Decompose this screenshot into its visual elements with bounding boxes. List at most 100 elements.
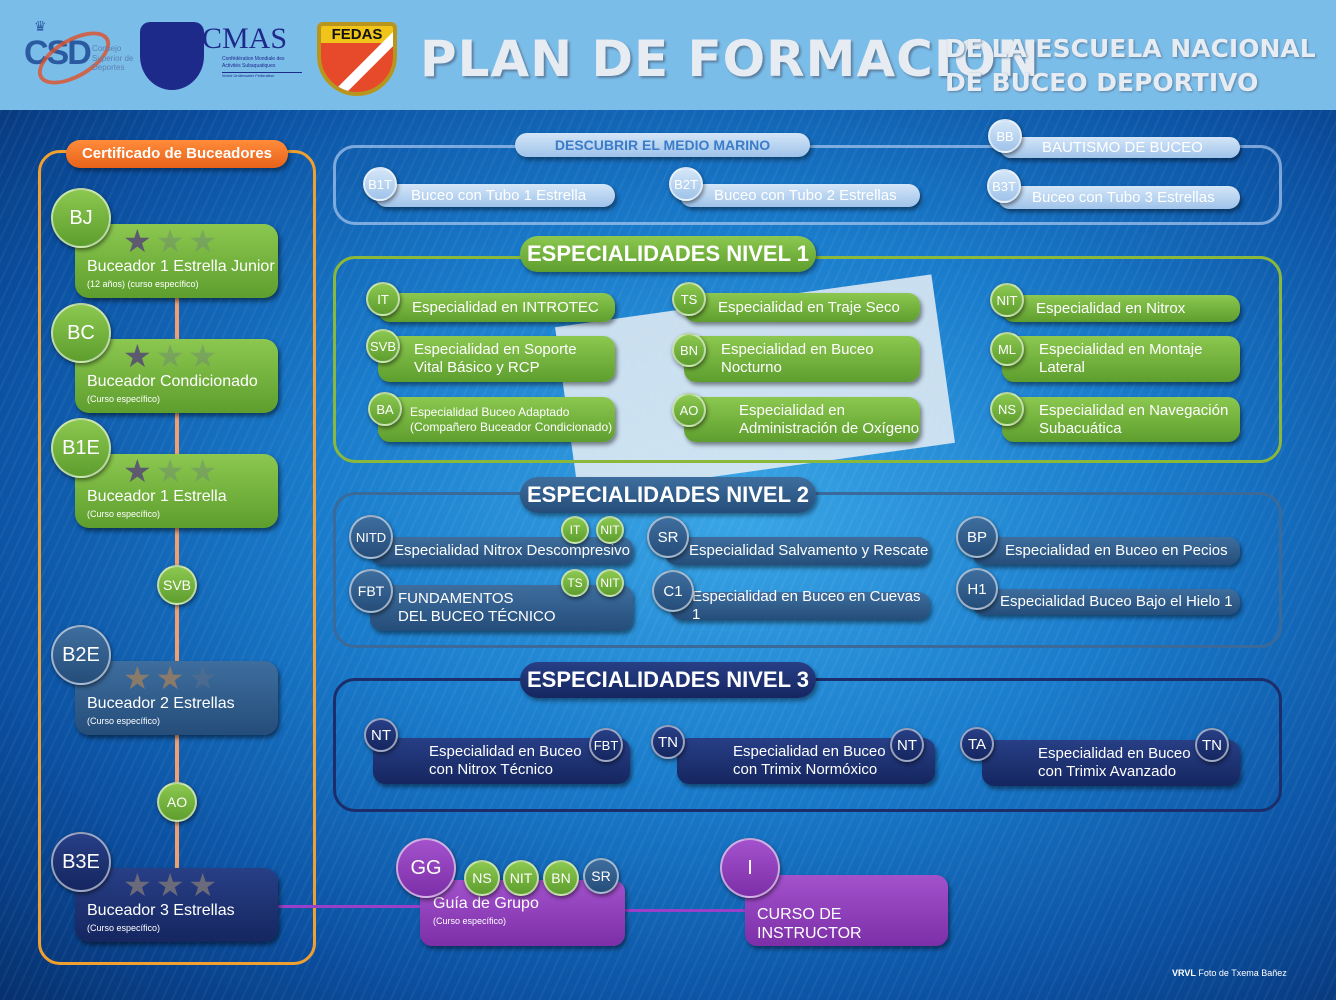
specialty-TS[interactable]: Especialidad en Traje Seco — [684, 293, 920, 322]
specialty-label: Especialidad en Montaje — [1039, 341, 1203, 358]
badge-BB[interactable]: BB — [988, 119, 1022, 153]
course-B1T[interactable]: Buceo con Tubo 1 Estrella — [375, 184, 615, 207]
specialty-BP[interactable]: Especialidad en Buceo en Pecios — [972, 537, 1240, 565]
badge-B3E[interactable]: B3E — [51, 832, 111, 892]
cmas-logo-subtext: Confédération Mondiale des Activités Sub… — [222, 56, 285, 69]
discover-title: DESCUBRIR EL MEDIO MARINO — [515, 133, 810, 157]
cert-card-B3E[interactable]: ★★★ Buceador 3 Estrellas (Curso específi… — [75, 868, 278, 942]
cert-sub: (Curso específico) — [87, 509, 161, 519]
specialty-label-line2: DEL BUCEO TÉCNICO — [398, 608, 556, 625]
cmas-logo-text: CMAS — [202, 22, 288, 55]
badge-B1T[interactable]: B1T — [363, 167, 397, 201]
badge-BC[interactable]: BC — [51, 303, 111, 363]
badge-IT[interactable]: IT — [366, 282, 400, 316]
specialty-IT[interactable]: Especialidad en INTROTEC — [378, 293, 615, 322]
cert-title: Buceador 3 Estrellas — [87, 902, 235, 919]
course-instructor[interactable]: CURSO DE INSTRUCTOR — [745, 875, 948, 946]
badge-FBT[interactable]: FBT — [349, 569, 393, 613]
connector-line — [625, 909, 747, 912]
prereq-badge-TS[interactable]: TS — [561, 569, 589, 597]
instructor-title: CURSO DE INSTRUCTOR — [757, 906, 862, 943]
specialty-NITD[interactable]: Especialidad Nitrox Descompresivo — [370, 537, 633, 565]
badge-C1[interactable]: C1 — [652, 570, 694, 612]
specialty-label: Especialidad en — [739, 401, 845, 419]
badge-ML[interactable]: ML — [990, 332, 1024, 366]
prereq-badge-NT[interactable]: NT — [890, 728, 924, 762]
star-icon: ★ — [123, 867, 156, 903]
cert-card-B2E[interactable]: ★★★ Buceador 2 Estrellas (Curso específi… — [75, 661, 278, 735]
header: ♛ CSD Consejo Superior de Deportes CMAS … — [0, 0, 1336, 110]
guide-title: Guía de Grupo — [433, 895, 539, 912]
specialty-label: Especialidad Salvamento y Rescate — [689, 542, 929, 559]
badge-AO[interactable]: AO — [672, 393, 706, 427]
badge-B2E[interactable]: B2E — [51, 625, 111, 685]
specialty-label-line2: Administración de Oxígeno — [739, 419, 920, 437]
specialty-label-line2: con Trimix Avanzado — [1038, 763, 1177, 780]
star-icon: ★ — [123, 338, 156, 374]
prereq-badge-NIT[interactable]: NIT — [503, 860, 539, 896]
badge-B3T[interactable]: B3T — [987, 169, 1021, 203]
prereq-badge-BN[interactable]: BN — [543, 860, 579, 896]
badge-H1[interactable]: H1 — [956, 568, 998, 610]
badge-B1E[interactable]: B1E — [51, 418, 111, 478]
page-title: PLAN DE FORMACION — [420, 30, 1040, 88]
badge-BN[interactable]: BN — [672, 333, 706, 367]
badge-BP[interactable]: BP — [956, 516, 998, 558]
star-icon: ★ — [188, 867, 222, 903]
specialty-label: Especialidad en Nitrox — [1036, 299, 1186, 317]
level1-title: ESPECIALIDADES NIVEL 1 — [520, 236, 816, 272]
course-guide[interactable]: Guía de Grupo (Curso específico) — [420, 880, 625, 946]
course-B2T[interactable]: Buceo con Tubo 2 Estrellas — [680, 184, 920, 207]
specialty-H1[interactable]: Especialidad Buceo Bajo el Hielo 1 — [972, 589, 1240, 615]
badge-TA[interactable]: TA — [960, 727, 994, 761]
prereq-badge-SR[interactable]: SR — [583, 858, 619, 894]
specialty-label: FUNDAMENTOS — [398, 590, 514, 607]
certificates-label: Certificado de Buceadores — [66, 140, 288, 168]
link-badge-SVB[interactable]: SVB — [157, 565, 197, 605]
cert-card-B1E[interactable]: ★★★ Buceador 1 Estrella (Curso específic… — [75, 454, 278, 528]
badge-I[interactable]: I — [720, 838, 780, 898]
prereq-badge-TN[interactable]: TN — [1195, 728, 1229, 762]
badge-TN[interactable]: TN — [651, 725, 685, 759]
cert-card-BC[interactable]: ★★★ Buceador Condicionado (Curso específ… — [75, 339, 278, 413]
specialty-SR[interactable]: Especialidad Salvamento y Rescate — [665, 537, 930, 565]
badge-BJ[interactable]: BJ — [51, 188, 111, 248]
specialty-C1[interactable]: Especialidad en Buceo en Cuevas 1 — [670, 588, 930, 623]
badge-NS[interactable]: NS — [990, 392, 1024, 426]
badge-NT[interactable]: NT — [364, 718, 398, 752]
badge-BA[interactable]: BA — [368, 392, 402, 426]
specialty-NIT[interactable]: Especialidad en Nitrox — [1002, 295, 1240, 322]
cmas-logo-subtitle: World Underwater Federation — [222, 72, 302, 78]
badge-SVB[interactable]: SVB — [366, 329, 400, 363]
star-icon: ★ — [188, 223, 222, 259]
subtitle-line-1: DE LA ESCUELA NACIONAL — [945, 34, 1316, 63]
fedas-logo-text: FEDAS — [321, 26, 393, 43]
course-B3T[interactable]: Buceo con Tubo 3 Estrellas — [998, 186, 1240, 209]
specialty-BA[interactable]: Especialidad Buceo Adaptado(Compañero Bu… — [378, 397, 615, 442]
level3-title: ESPECIALIDADES NIVEL 3 — [520, 662, 816, 698]
badge-TS[interactable]: TS — [672, 282, 706, 316]
star-icon: ★ — [123, 223, 156, 259]
prereq-badge-IT[interactable]: IT — [561, 516, 589, 544]
prereq-badge-NS[interactable]: NS — [464, 860, 500, 896]
cert-card-BJ[interactable]: ★★★ Buceador 1 Estrella Junior (12 años)… — [75, 224, 278, 298]
badge-NITD[interactable]: NITD — [349, 515, 393, 559]
link-badge-AO[interactable]: AO — [157, 782, 197, 822]
badge-SR[interactable]: SR — [647, 516, 689, 558]
badge-NIT[interactable]: NIT — [990, 283, 1024, 317]
course-BB[interactable]: BAUTISMO DE BUCEO — [1000, 137, 1240, 158]
prereq-badge-NIT[interactable]: NIT — [596, 516, 624, 544]
badge-B2T[interactable]: B2T — [669, 167, 703, 201]
cert-sub: (Curso específico) — [87, 716, 161, 726]
badge-GG[interactable]: GG — [396, 838, 456, 898]
prereq-badge-NIT[interactable]: NIT — [596, 569, 624, 597]
stars-rating: ★★★ — [123, 868, 221, 902]
prereq-badge-FBT[interactable]: FBT — [589, 728, 623, 762]
